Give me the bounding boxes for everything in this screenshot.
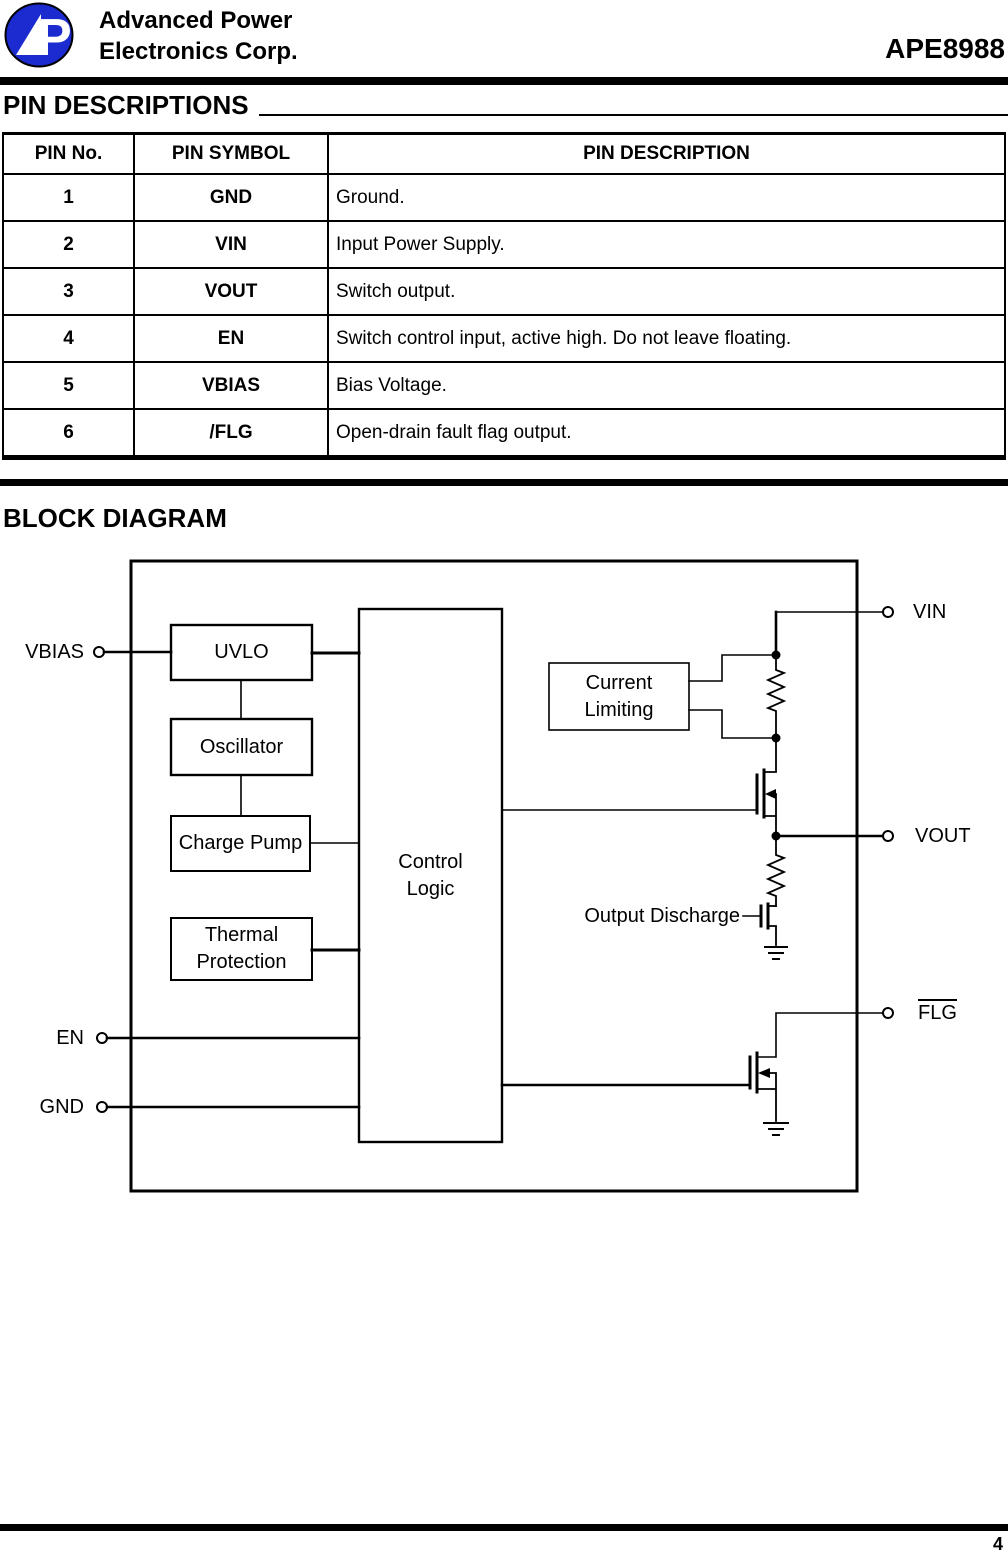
oscillator-text: Oscillator: [199, 735, 284, 758]
ground-symbol: [764, 946, 788, 960]
table-row: 1 GND Ground.: [2, 173, 1006, 222]
table-row: 4 EN Switch control input, active high. …: [2, 314, 1006, 363]
company-logo: P: [4, 2, 74, 68]
pin-symbol: VBIAS: [133, 361, 329, 410]
flg-overline-text: FLG: [918, 999, 957, 1024]
vbias-terminal-circle: [93, 646, 105, 658]
flg-wire: [756, 1012, 884, 1058]
pin-description: Ground.: [327, 173, 1006, 222]
thermal-protection-text: Thermal Protection: [196, 924, 287, 973]
pin-symbol: VOUT: [133, 267, 329, 316]
pass-fet-source: [763, 793, 777, 837]
current-sense-top-wire: [688, 654, 772, 682]
pin-symbol: VIN: [133, 220, 329, 269]
logo-letter: P: [37, 9, 72, 67]
current-sense-bottom-wire: [688, 709, 772, 739]
terminal-gnd-label: GND: [39, 1096, 84, 1118]
pass-fet-drain: [763, 737, 777, 773]
pin-no: 5: [2, 361, 135, 410]
part-number: APE8988: [885, 33, 1005, 64]
flg-fet-arrow: [758, 1068, 770, 1078]
discharge-resistor: [765, 835, 787, 907]
pin-descriptions-title: PIN DESCRIPTIONS: [3, 90, 249, 120]
col-pin-no: PIN No.: [2, 132, 135, 175]
section-divider-rule: [0, 479, 1008, 486]
gnd-terminal-circle: [96, 1101, 108, 1113]
block-uvlo-label: UVLO: [171, 625, 312, 680]
pin-no: 6: [2, 408, 135, 459]
pin-description: Switch output.: [327, 267, 1006, 316]
footer-rule: [0, 1524, 1008, 1531]
pin-no: 4: [2, 314, 135, 363]
page-number: 4: [992, 1534, 1003, 1554]
output-discharge-label: Output Discharge: [584, 905, 740, 927]
pin-descriptions-underline: [258, 114, 1008, 116]
sense-resistor: [765, 654, 787, 739]
block-thermal-protection-label: Thermal Protection: [171, 918, 312, 980]
block-charge-pump-label: Charge Pump: [171, 816, 310, 871]
pin-no: 3: [2, 267, 135, 316]
chip-boundary: [129, 559, 859, 1193]
pin-description: Bias Voltage.: [327, 361, 1006, 410]
terminal-vbias-label: VBIAS: [25, 641, 84, 663]
control-logic-box: [357, 607, 504, 1144]
block-diagram-heading-row: BLOCK DIAGRAM: [3, 503, 1008, 534]
uvlo-text: UVLO: [214, 641, 269, 663]
pin-description: Switch control input, active high. Do no…: [327, 314, 1006, 363]
block-diagram-title: BLOCK DIAGRAM: [3, 503, 227, 533]
terminal-vin-label: VIN: [913, 601, 947, 623]
pin-symbol: EN: [133, 314, 329, 363]
vin-terminal-circle: [882, 606, 894, 618]
charge-pump-text: Charge Pump: [178, 832, 303, 854]
table-row: 5 VBIAS Bias Voltage.: [2, 361, 1006, 410]
ground-symbol: [763, 1122, 789, 1136]
header-rule: [0, 77, 1008, 85]
table-row: 3 VOUT Switch output.: [2, 267, 1006, 316]
table-row: 6 /FLG Open-drain fault flag output.: [2, 408, 1006, 459]
flg-fet-source: [756, 1072, 777, 1122]
pin-no: 2: [2, 220, 135, 269]
pin-table-header-row: PIN No. PIN SYMBOL PIN DESCRIPTION: [2, 132, 1006, 175]
discharge-fet-source: [767, 925, 777, 946]
flg-terminal-circle: [882, 1007, 894, 1019]
en-terminal-circle: [96, 1032, 108, 1044]
terminal-vout-label: VOUT: [915, 825, 971, 847]
terminal-flg-label: FLG: [918, 999, 957, 1026]
logo-triangle: [16, 14, 41, 55]
vout-terminal-circle: [882, 830, 894, 842]
col-pin-description: PIN DESCRIPTION: [327, 132, 1006, 175]
pass-fet-arrow: [765, 789, 776, 799]
pin-descriptions-heading-row: PIN DESCRIPTIONS: [3, 90, 1008, 121]
pin-symbol: GND: [133, 173, 329, 222]
col-pin-symbol: PIN SYMBOL: [133, 132, 329, 175]
block-diagram-drawing: [93, 559, 894, 1193]
company-name-line2: Electronics Corp.: [99, 38, 298, 65]
block-oscillator-label: Oscillator: [171, 719, 312, 775]
block-control-logic-label: Control Logic: [359, 609, 502, 1142]
pin-no: 1: [2, 173, 135, 222]
table-row: 2 VIN Input Power Supply.: [2, 220, 1006, 269]
pin-symbol: /FLG: [133, 408, 329, 459]
terminal-en-label: EN: [56, 1027, 84, 1049]
control-logic-text: Control Logic: [398, 850, 463, 900]
pin-description: Open-drain fault flag output.: [327, 408, 1006, 459]
current-limiting-text: Current Limiting: [584, 671, 654, 721]
current-limiting-box: [548, 662, 690, 731]
pin-description: Input Power Supply.: [327, 220, 1006, 269]
pin-table: PIN No. PIN SYMBOL PIN DESCRIPTION 1 GND…: [2, 132, 1006, 460]
company-name: Advanced Power Electronics Corp.: [99, 5, 298, 67]
block-current-limiting-label: Current Limiting: [549, 663, 689, 730]
company-name-line1: Advanced Power: [99, 7, 293, 34]
